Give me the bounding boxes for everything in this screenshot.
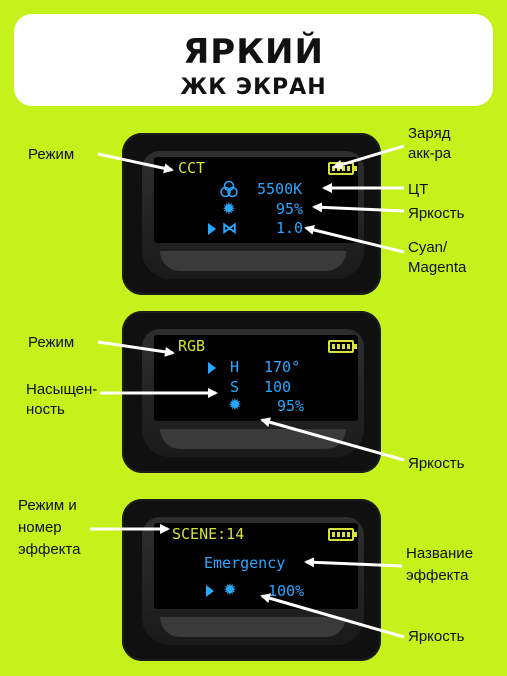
sun-icon: ✹	[228, 397, 242, 414]
lcd-screen-scene: SCENE:14 Emergency ✹ 100%	[154, 523, 358, 609]
label-mode-3a: Режим и	[18, 497, 77, 514]
sun-icon: ✹	[222, 201, 236, 218]
lcd-h-value: 170°	[264, 358, 301, 376]
play-icon	[208, 223, 216, 235]
label-brightness-2: Яркость	[408, 455, 465, 472]
lcd-s-label: S	[230, 378, 240, 396]
battery-icon	[328, 528, 357, 541]
lcd-brightness-value: 95%	[277, 397, 305, 415]
label-tint-1: Cyan/	[408, 239, 448, 256]
label-battery-1: Заряд	[408, 125, 451, 142]
label-saturation-2: ность	[26, 401, 65, 418]
arrow-effect	[304, 557, 403, 568]
lcd-s-value: 100	[264, 378, 292, 396]
label-tint-2: Magenta	[408, 259, 467, 276]
label-mode-1: Режим	[28, 146, 75, 163]
label-effect-1: Название	[406, 545, 474, 562]
lcd-screen-cct: CCT 5500K ✹ 95% ⋈ 1.0	[154, 157, 358, 243]
play-icon	[208, 362, 216, 374]
color-circles-icon	[220, 180, 238, 198]
lcd-mode: CCT	[178, 159, 206, 177]
label-saturation-1: Насыщен-	[26, 381, 98, 398]
lcd-h-label: H	[230, 358, 240, 376]
play-icon	[206, 585, 214, 597]
lcd-brightness-value: 95%	[276, 200, 304, 218]
arrow-mode-1	[97, 152, 174, 174]
label-mode-3c: эффекта	[18, 541, 81, 558]
label-brightness-3: Яркость	[408, 628, 465, 645]
arrow-brightness-3	[260, 593, 405, 639]
label-brightness-1: Яркость	[408, 205, 465, 222]
title-line-1: ЯРКИЙ	[183, 32, 324, 72]
tint-icon: ⋈	[222, 219, 237, 237]
label-ct: ЦТ	[408, 181, 429, 198]
arrow-tint	[304, 225, 405, 254]
arrow-mode-2	[97, 340, 175, 357]
battery-icon	[328, 340, 357, 353]
arrow-brightness-2	[260, 417, 405, 462]
label-effect-2: эффекта	[406, 567, 469, 584]
arrow-brightness-1	[312, 202, 405, 213]
device-rgb: RGB H 170° S 100 ✹ 95%	[122, 311, 381, 473]
sun-icon: ✹	[223, 582, 237, 599]
arrow-battery	[332, 144, 405, 170]
label-mode-2: Режим	[28, 334, 75, 351]
label-battery-2: акк-ра	[408, 145, 452, 162]
lcd-ct-value: 5500K	[257, 180, 303, 198]
lcd-effect-name: Emergency	[204, 554, 286, 572]
lcd-mode: RGB	[178, 337, 206, 355]
lcd-brightness-value: 100%	[268, 582, 305, 600]
lcd-mode: SCENE:14	[172, 525, 245, 543]
label-mode-3b: номер	[18, 519, 62, 536]
title-line-2: ЖК ЭКРАН	[180, 75, 327, 100]
lcd-tint-value: 1.0	[276, 219, 304, 237]
title-card: ЯРКИЙ ЖК ЭКРАН	[14, 14, 493, 106]
lcd-screen-rgb: RGB H 170° S 100 ✹ 95%	[154, 335, 358, 421]
